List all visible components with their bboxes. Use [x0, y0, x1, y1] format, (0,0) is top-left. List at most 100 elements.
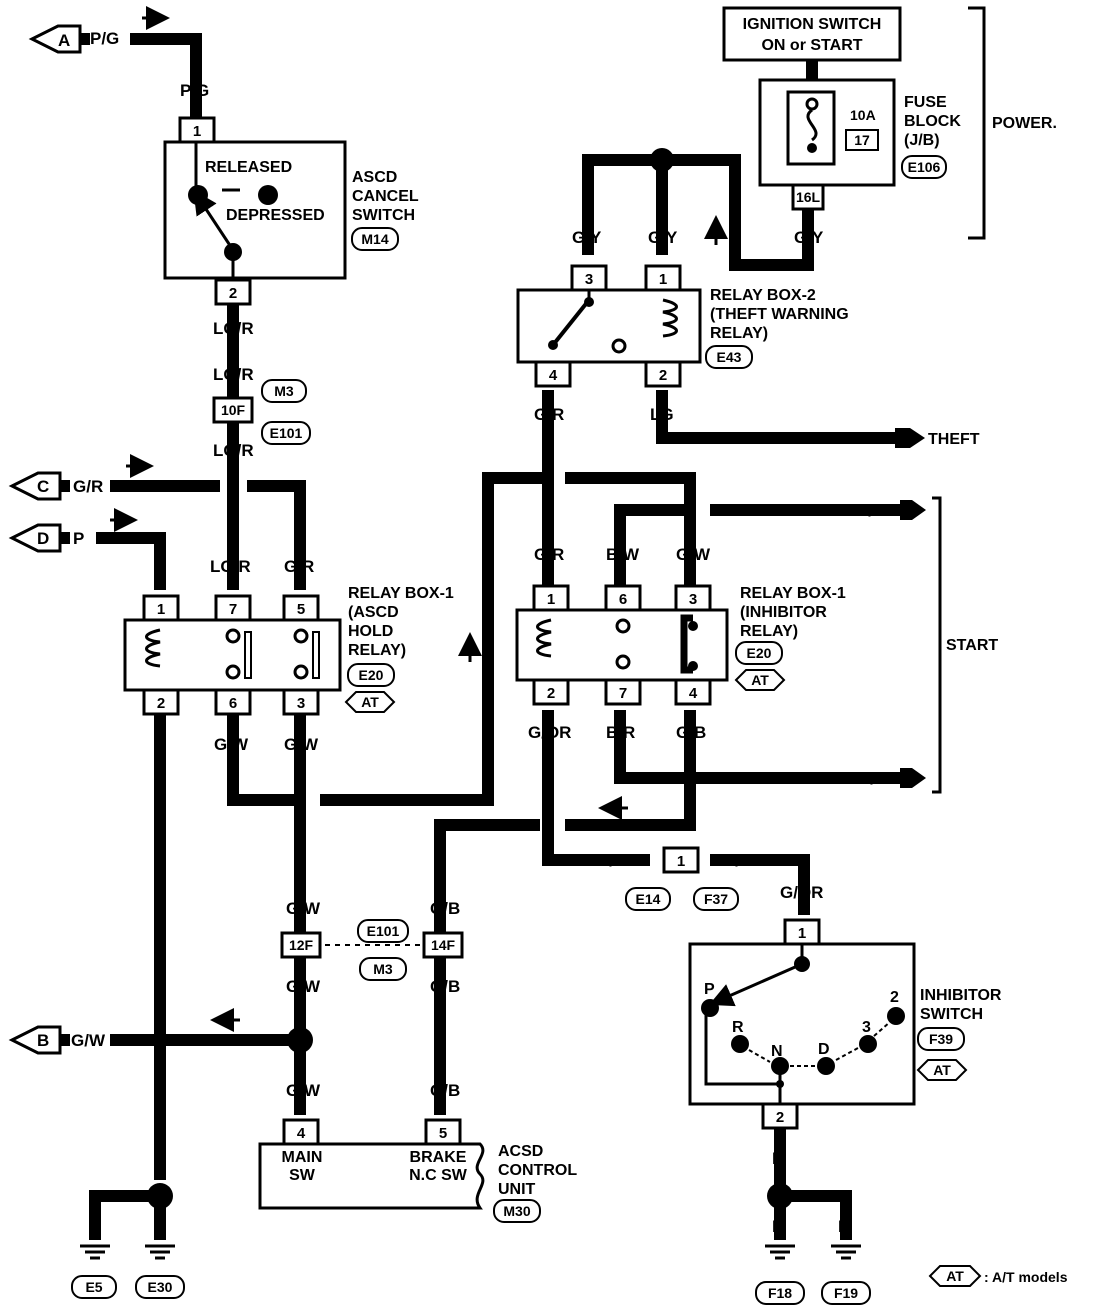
- wire-bw-pin6: [614, 504, 690, 590]
- svg-text:D: D: [818, 1041, 830, 1058]
- svg-text:12F: 12F: [289, 937, 314, 953]
- svg-text:P: P: [73, 529, 84, 548]
- svg-text:E101: E101: [270, 425, 303, 441]
- svg-text:E101: E101: [367, 923, 400, 939]
- svg-text:G/Y: G/Y: [572, 228, 602, 247]
- connector-a: A P/G: [28, 24, 119, 54]
- svg-text:2: 2: [659, 367, 667, 384]
- svg-text:G/OR: G/OR: [596, 851, 639, 870]
- svg-text:G/Y: G/Y: [648, 228, 678, 247]
- svg-text:CONTROL: CONTROL: [498, 1162, 577, 1179]
- svg-text:C: C: [37, 477, 49, 496]
- svg-text:F37: F37: [704, 891, 728, 907]
- svg-text:5: 5: [439, 1125, 447, 1142]
- svg-text:1: 1: [798, 925, 806, 942]
- svg-text:G/W: G/W: [71, 1031, 106, 1050]
- svg-text:AT: AT: [361, 694, 379, 710]
- svg-text:THEFT: THEFT: [928, 431, 980, 448]
- svg-text:LG: LG: [650, 405, 674, 424]
- wires: [89, 33, 900, 1240]
- svg-text:F39: F39: [929, 1031, 953, 1047]
- svg-text:5: 5: [297, 601, 305, 618]
- svg-text:MAIN: MAIN: [282, 1149, 323, 1166]
- start-outputs: B/W B/R START: [856, 496, 998, 794]
- ascd-cancel-switch: 1 2 RELEASED DEPRESSED ASCD CANCEL SWITC…: [163, 116, 419, 306]
- flow-arrows: [110, 6, 728, 1032]
- svg-text:4: 4: [689, 685, 698, 702]
- svg-text:LG/R: LG/R: [213, 319, 254, 338]
- svg-text:ACSD: ACSD: [498, 1143, 543, 1160]
- svg-text:AT: AT: [933, 1062, 951, 1078]
- svg-text:3: 3: [862, 1019, 871, 1036]
- svg-text:G/R: G/R: [73, 477, 103, 496]
- svg-text:6: 6: [619, 591, 627, 608]
- svg-text:B: B: [838, 1217, 850, 1236]
- svg-text:UNIT: UNIT: [498, 1181, 536, 1198]
- svg-text:B: B: [37, 1031, 49, 1050]
- svg-text:G/B: G/B: [430, 977, 460, 996]
- svg-text:10A: 10A: [850, 107, 876, 123]
- svg-text:P: P: [704, 981, 715, 998]
- svg-text:ASCD: ASCD: [352, 169, 397, 186]
- svg-text:3: 3: [585, 271, 593, 288]
- svg-text:10F: 10F: [221, 402, 246, 418]
- svg-text:2: 2: [547, 685, 555, 702]
- svg-text:INHIBITOR: INHIBITOR: [920, 987, 1002, 1004]
- svg-text:G/W: G/W: [676, 545, 711, 564]
- wire-gr-pin5: [247, 480, 306, 590]
- svg-text:B: B: [772, 1217, 784, 1236]
- svg-text:P/G: P/G: [180, 81, 209, 100]
- svg-text:B/W: B/W: [856, 501, 890, 520]
- svg-text:2: 2: [157, 695, 165, 712]
- svg-text:G/R: G/R: [284, 557, 314, 576]
- svg-text:B/R: B/R: [858, 769, 887, 788]
- svg-text:E14: E14: [636, 891, 661, 907]
- svg-text:AT: AT: [751, 672, 769, 688]
- inhibitor-switch: 1 P R N D 3 2 2 INHIBITOR SWITCH F39 AT …: [688, 918, 1002, 1168]
- fuse-block: 10A 17 16L FUSE BLOCK (J/B) E106: [758, 78, 961, 211]
- svg-text:G/R: G/R: [534, 405, 564, 424]
- svg-text:1: 1: [659, 271, 667, 288]
- svg-text:AT: AT: [946, 1268, 964, 1284]
- svg-text:F19: F19: [834, 1285, 858, 1301]
- svg-text:2: 2: [229, 285, 237, 302]
- svg-text:M30: M30: [503, 1203, 530, 1219]
- svg-text:7: 7: [229, 601, 237, 618]
- wire-gw-pin6: [227, 710, 300, 806]
- svg-text:G/OR: G/OR: [528, 723, 571, 742]
- svg-text:LG/R: LG/R: [213, 441, 254, 460]
- svg-text:RELAY): RELAY): [348, 642, 406, 659]
- svg-text:: A/T models: : A/T models: [984, 1269, 1068, 1285]
- svg-text:RELAY BOX-1: RELAY BOX-1: [740, 585, 846, 602]
- wire-gw-cross: [320, 472, 546, 806]
- wire-gw-inhibitor: [565, 472, 696, 590]
- connector-d: D P: [8, 523, 84, 553]
- svg-text:B: B: [772, 1149, 784, 1168]
- svg-text:N: N: [771, 1043, 783, 1060]
- svg-text:G/OR: G/OR: [780, 883, 823, 902]
- svg-text:G/R: G/R: [534, 545, 564, 564]
- svg-text:3: 3: [689, 591, 697, 608]
- svg-text:E43: E43: [717, 349, 742, 365]
- svg-text:M3: M3: [373, 961, 393, 977]
- svg-text:1: 1: [157, 601, 165, 618]
- wire-gb-cu: [434, 819, 540, 1115]
- svg-text:N.C SW: N.C SW: [409, 1167, 468, 1184]
- svg-text:ON or START: ON or START: [761, 37, 862, 54]
- wire-gor: [542, 710, 650, 866]
- svg-text:2: 2: [776, 1109, 784, 1126]
- wire-p: [96, 532, 166, 590]
- svg-text:E20: E20: [359, 667, 384, 683]
- wire-br: [614, 710, 900, 784]
- connectors-12f-14f: G/W G/B 12F 14F E101 M3 G/W G/B G/W G/B: [280, 899, 464, 1100]
- svg-text:E30: E30: [148, 1279, 173, 1295]
- svg-text:17: 17: [854, 132, 870, 148]
- svg-text:1: 1: [677, 853, 685, 870]
- relay-box-1-ascd-hold: P LG/R G/R 1 7 5 2 6 3 B G/W G/W RELAY B…: [123, 557, 454, 754]
- svg-text:(ASCD: (ASCD: [348, 604, 399, 621]
- svg-text:14F: 14F: [431, 937, 456, 953]
- svg-text:E5: E5: [85, 1279, 102, 1295]
- svg-text:G/W: G/W: [286, 1081, 321, 1100]
- svg-text:RELAY): RELAY): [710, 325, 768, 342]
